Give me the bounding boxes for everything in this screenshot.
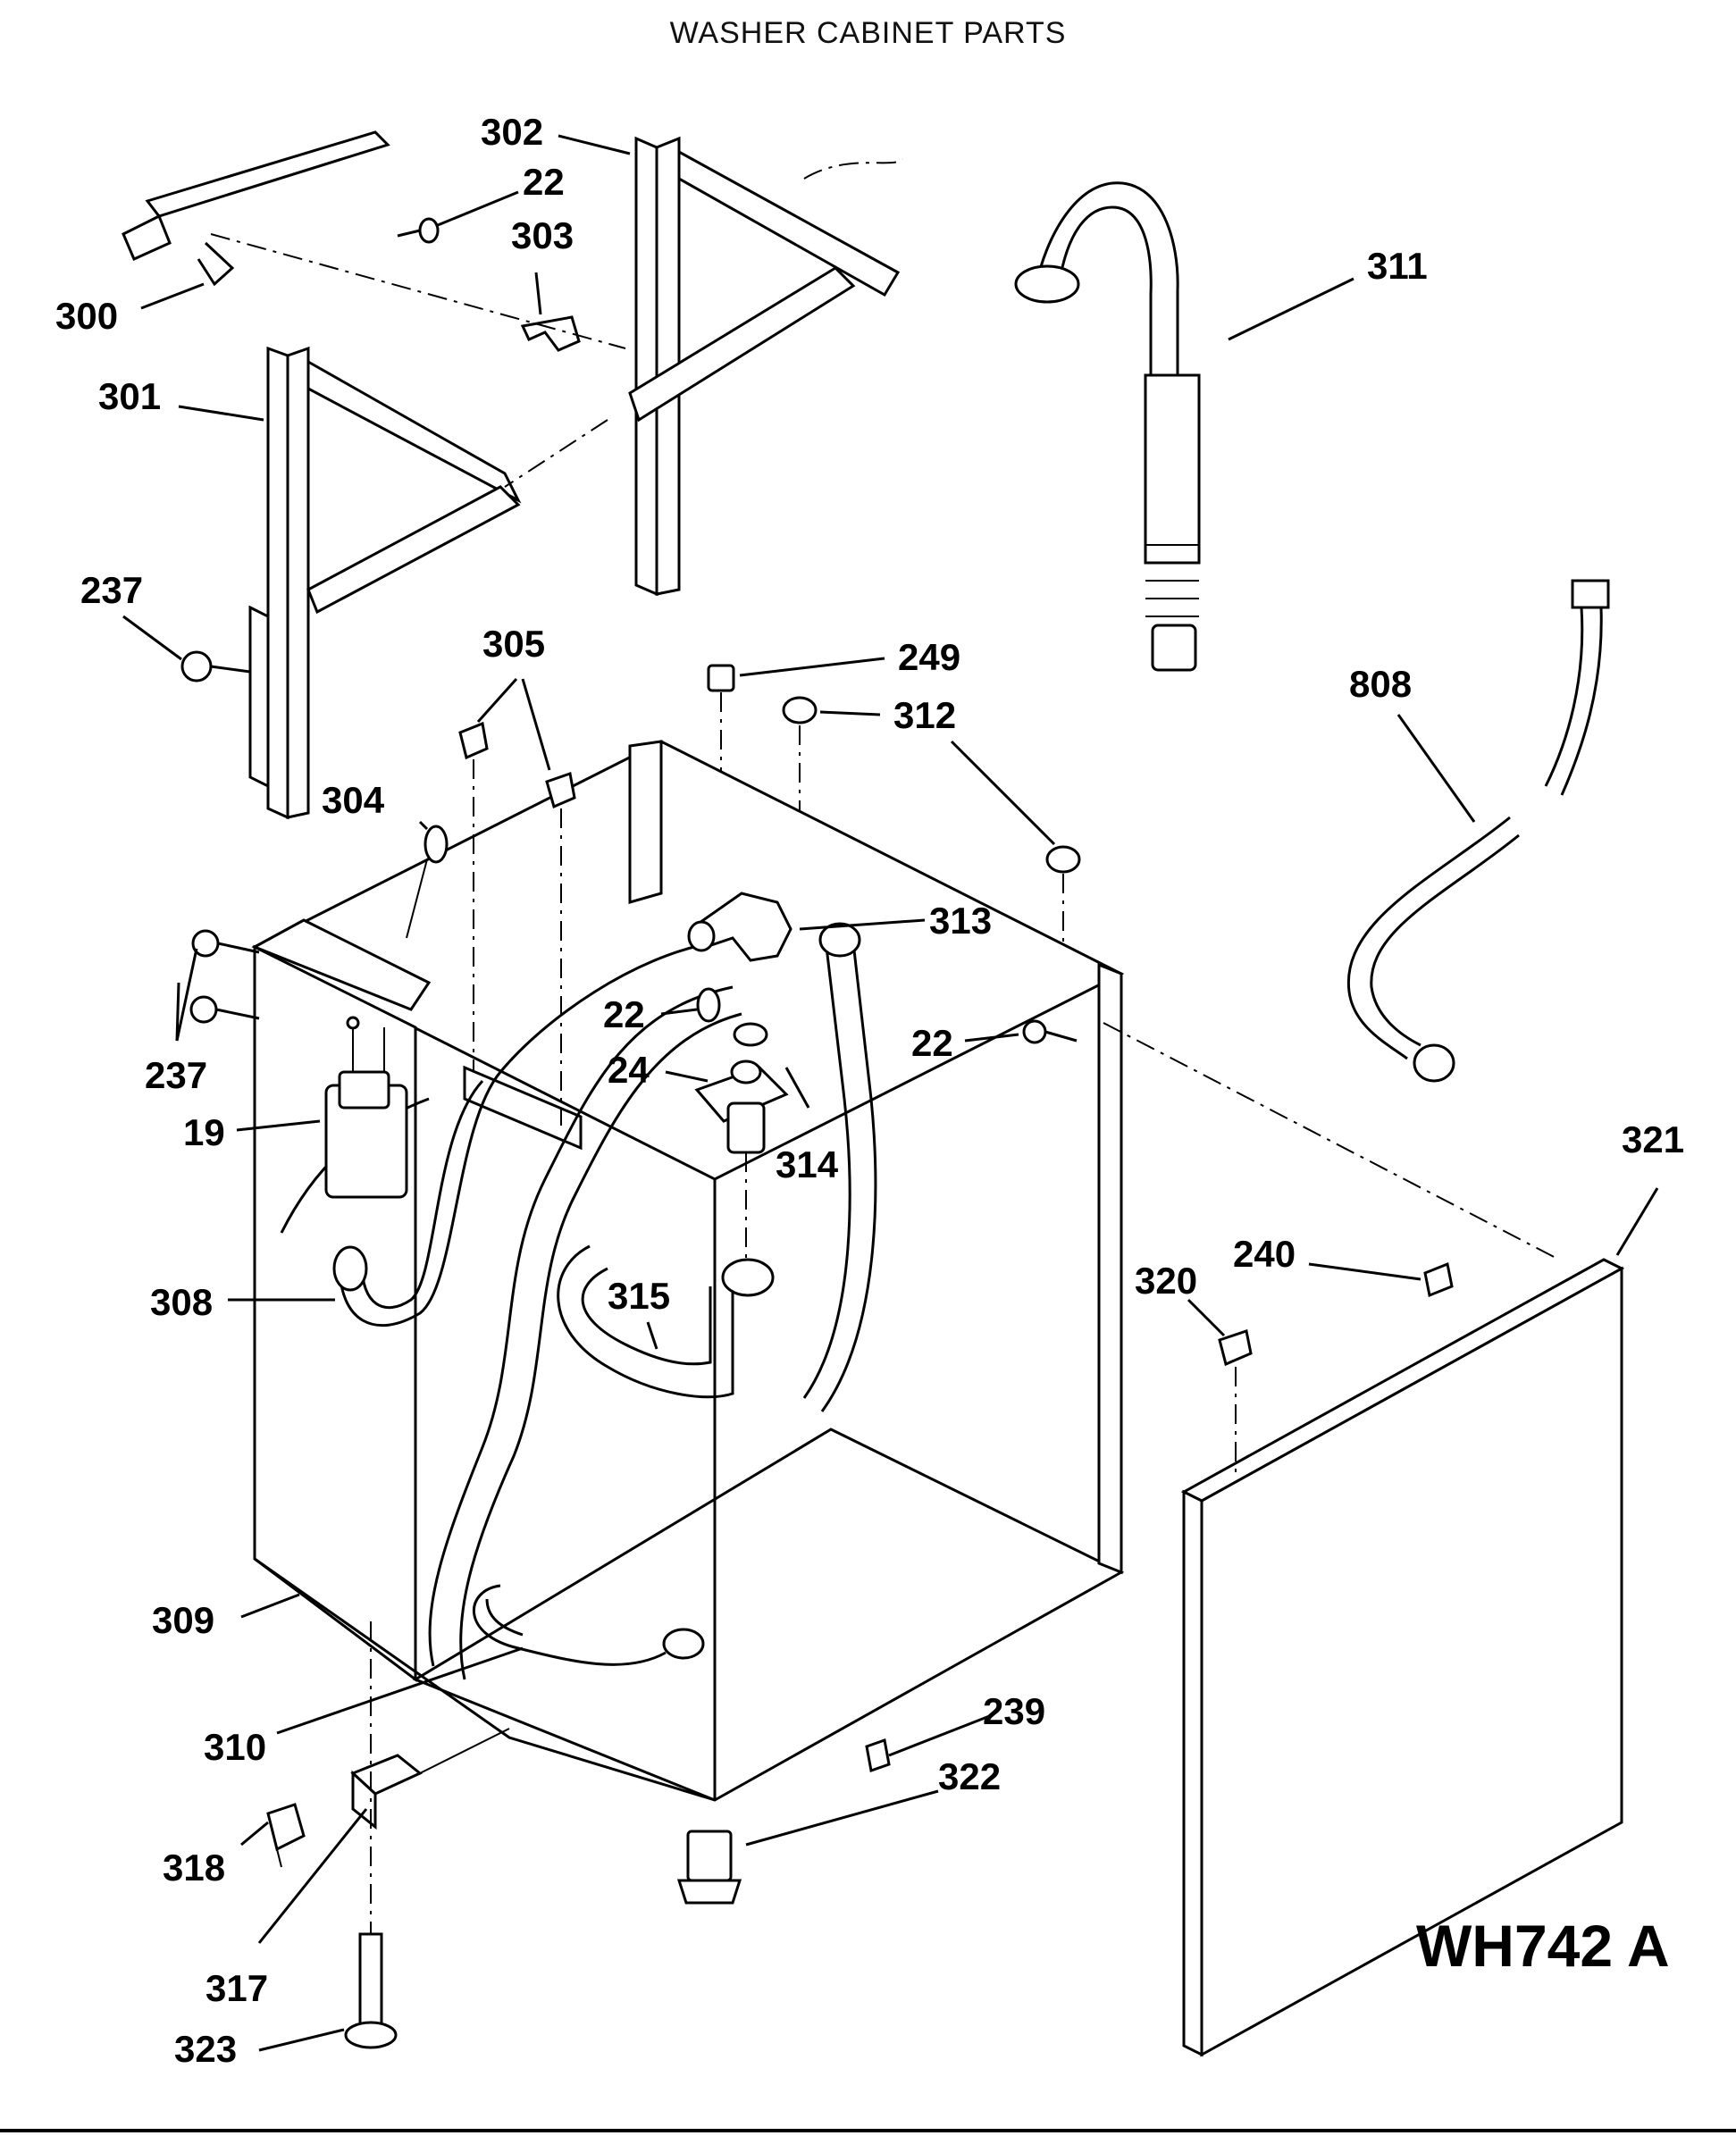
part-19-switch (324, 1016, 408, 1199)
part-301-left-frame (248, 346, 522, 820)
part-304-screw (406, 825, 449, 939)
callout-300: 300 (55, 295, 118, 337)
callout-304: 304 (322, 779, 385, 821)
part-240-clip (1423, 1261, 1454, 1298)
part-305-clip-a (458, 721, 489, 760)
callout-321: 321 (1622, 1118, 1684, 1160)
callout-808: 808 (1349, 663, 1412, 705)
callout-322: 322 (938, 1755, 1001, 1797)
callout-318: 318 (163, 1847, 225, 1889)
part-249-plug (707, 664, 735, 692)
callout-22-right: 22 (911, 1022, 953, 1064)
callout-315: 315 (608, 1275, 670, 1317)
part-318-bracket (266, 1803, 306, 1868)
callout-317: 317 (205, 1967, 268, 2009)
callout-305: 305 (482, 623, 545, 665)
page-title: WASHER CABINET PARTS (669, 16, 1067, 50)
part-312-plug-a (782, 696, 818, 724)
callout-323: 323 (174, 2028, 237, 2070)
part-303-clip (520, 315, 581, 352)
part-drain-tube-bottom (472, 1584, 705, 1666)
callout-301: 301 (98, 375, 161, 417)
callout-19: 19 (183, 1111, 225, 1153)
part-22-screw-middle (696, 987, 721, 1023)
callout-237-top: 237 (80, 569, 143, 611)
callout-labels: 302 22 303 300 311 301 237 305 249 312 8… (55, 111, 1684, 2070)
callout-240: 240 (1233, 1233, 1296, 1275)
callout-308: 308 (150, 1281, 213, 1323)
part-308-hose (332, 941, 716, 1327)
part-305-clip-b (545, 772, 576, 809)
part-311-drain-hose (1014, 181, 1201, 672)
callout-313: 313 (929, 900, 992, 942)
callout-239: 239 (983, 1690, 1045, 1732)
part-237-screw-c (189, 995, 260, 1024)
part-300-bracket (122, 130, 390, 287)
callout-22-top: 22 (523, 161, 565, 203)
part-237-screw-a (180, 650, 251, 683)
callout-320: 320 (1135, 1260, 1197, 1302)
part-302-right-frame (628, 136, 903, 597)
callout-249: 249 (898, 636, 960, 678)
part-317-bracket (350, 1754, 423, 1830)
part-314-valve (694, 1022, 789, 1154)
part-315-hose (557, 1244, 775, 1399)
part-808-inlet-hose (1346, 579, 1610, 1083)
part-239-clip (865, 1738, 891, 1772)
part-313-elbow (687, 892, 793, 962)
part-322-leg (676, 1830, 742, 1905)
leader-lines (122, 134, 1659, 2052)
callout-303: 303 (511, 214, 574, 256)
drawing-code: WH742 A (1416, 1913, 1670, 1979)
callout-310: 310 (204, 1726, 266, 1768)
callout-22-middle: 22 (603, 993, 645, 1035)
part-22-screw-top (397, 217, 440, 244)
part-22-screw-right (1022, 1019, 1078, 1044)
callout-24: 24 (608, 1049, 650, 1091)
part-321-front-panel (1180, 1258, 1625, 2057)
part-237-screw-b (191, 929, 260, 958)
part-323-foot (344, 1932, 398, 2049)
part-fill-tube (802, 922, 877, 1412)
callout-314: 314 (776, 1143, 839, 1185)
part-320-clip (1218, 1329, 1253, 1367)
callout-309: 309 (152, 1599, 214, 1641)
callout-311: 311 (1367, 245, 1428, 287)
callout-237-left: 237 (145, 1054, 207, 1096)
part-312-plug-b (1045, 845, 1081, 874)
callout-312: 312 (893, 694, 956, 736)
callout-302: 302 (481, 111, 543, 153)
